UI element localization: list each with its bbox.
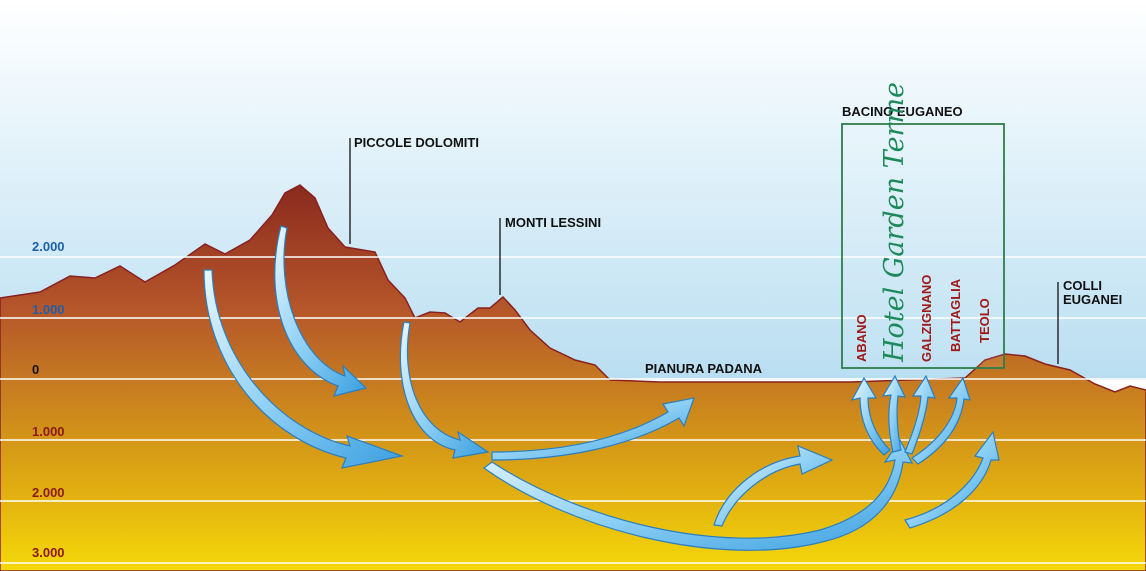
label-euganei: EUGANEI xyxy=(1063,292,1122,307)
label-piccole-dolomiti: PICCOLE DOLOMITI xyxy=(354,135,479,150)
label-galzignano: GALZIGNANO xyxy=(919,275,934,362)
label-teolo: TEOLO xyxy=(977,298,992,343)
label-hotel-garden-terme: Hotel Garden Terme xyxy=(879,82,910,363)
scale-minus-2000: 2.000 xyxy=(32,485,65,500)
scale-zero: 0 xyxy=(32,362,39,377)
label-pianura-padana: PIANURA PADANA xyxy=(645,361,763,376)
scale-plus-2000: 2.000 xyxy=(32,239,65,254)
label-monti-lessini: MONTI LESSINI xyxy=(505,215,601,230)
scale-minus-1000: 1.000 xyxy=(32,424,65,439)
label-colli: COLLI xyxy=(1063,278,1102,293)
scale-minus-3000: 3.000 xyxy=(32,545,65,560)
label-abano: ABANO xyxy=(854,314,869,362)
scale-plus-1000: 1.000 xyxy=(32,302,65,317)
label-battaglia: BATTAGLIA xyxy=(948,278,963,352)
